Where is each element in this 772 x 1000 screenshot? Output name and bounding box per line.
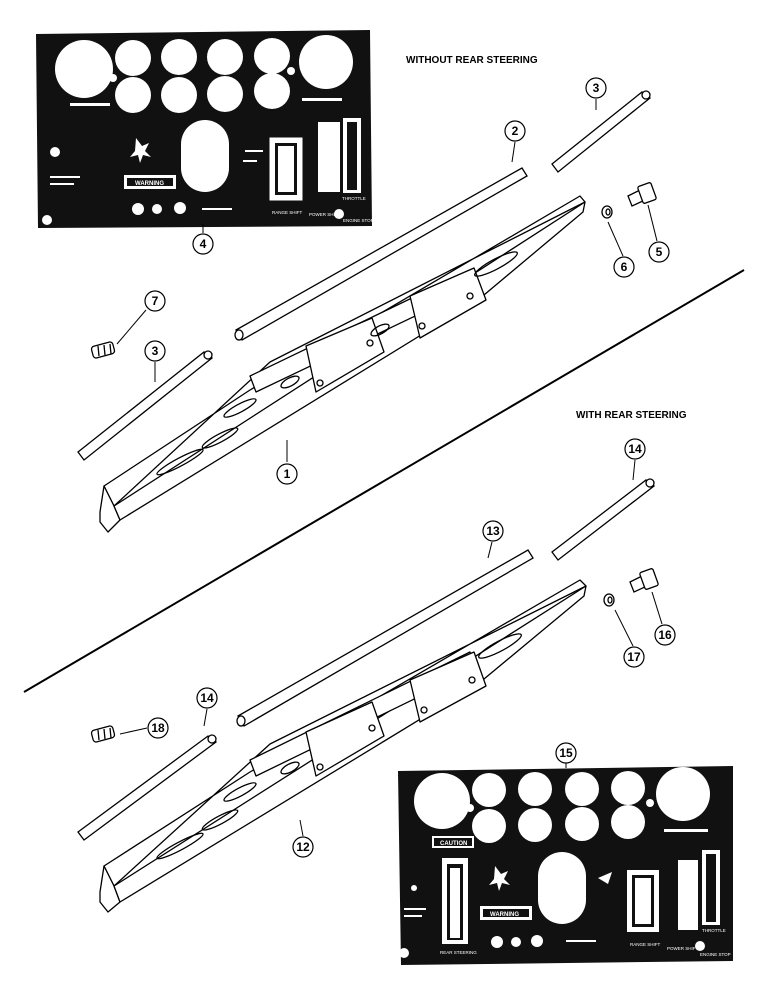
- washer-top: [601, 205, 613, 219]
- bolt-bottom: [629, 568, 659, 593]
- callout-15-label: 15: [559, 746, 573, 760]
- callout-6: 6: [613, 256, 635, 278]
- callout-16: 16: [654, 624, 676, 646]
- callout-3-left-label: 3: [152, 344, 159, 358]
- callout-12: 12: [292, 836, 314, 858]
- support-bracket-bottom: [99, 579, 587, 913]
- callout-13: 13: [482, 520, 504, 542]
- callout-12-label: 12: [296, 840, 310, 854]
- callout-7-label: 7: [152, 294, 159, 308]
- callout-14-right: 14: [624, 438, 646, 460]
- callout-13-label: 13: [486, 524, 500, 538]
- callout-3-left: 3: [144, 340, 166, 362]
- panel-bottom-rear-steering: REAR STEERING: [440, 950, 477, 955]
- rod-top-long: [234, 167, 528, 341]
- rod-bottom-left: [77, 734, 218, 841]
- rod-bottom-right: [551, 478, 656, 561]
- callout-2: 2: [504, 120, 526, 142]
- panel-top-range-shift: RANGE SHIFT: [272, 210, 303, 215]
- panel-bottom-power-shift: POWER SHIFT: [667, 946, 699, 951]
- clip-bottom: [90, 725, 116, 743]
- callout-14-left: 14: [196, 687, 218, 709]
- heading-with-rear-steering: WITH REAR STEERING: [576, 410, 687, 421]
- callout-15: 15: [555, 742, 577, 764]
- leader-lines: [116, 99, 663, 837]
- callout-14-right-label: 14: [628, 442, 642, 456]
- callout-4-label: 4: [200, 237, 207, 251]
- support-bracket-top: [99, 195, 586, 533]
- callout-2-label: 2: [512, 124, 519, 138]
- callout-5: 5: [648, 241, 670, 263]
- clip-top: [90, 341, 116, 359]
- callout-3-right: 3: [585, 77, 607, 99]
- callout-18: 18: [147, 717, 169, 739]
- heading-without-rear-steering: WITHOUT REAR STEERING: [406, 55, 538, 66]
- rod-bottom-long: [236, 549, 534, 727]
- callout-5-label: 5: [656, 245, 663, 259]
- callout-7: 7: [144, 290, 166, 312]
- panel-top-engine-stop: ENGINE STOP: [343, 218, 374, 223]
- callout-16-label: 16: [658, 628, 672, 642]
- instrument-panel-top: WARNING RANGE SHIFT POWER SHIFT ENGINE S…: [36, 30, 374, 228]
- rod-top-left: [77, 350, 214, 461]
- panel-top-warning: WARNING: [135, 181, 164, 187]
- panel-bottom-engine-stop: ENGINE STOP: [700, 952, 731, 957]
- panel-bottom-warning: WARNING: [490, 912, 519, 918]
- callout-14-left-label: 14: [200, 691, 214, 705]
- instrument-panel-bottom: CAUTION WARNING REAR STEERING RANGE SHIF…: [398, 766, 733, 965]
- panel-top-throttle: THROTTLE: [342, 196, 366, 201]
- callout-3-right-label: 3: [593, 81, 600, 95]
- bolt-top: [627, 182, 657, 207]
- panel-top-power-shift: POWER SHIFT: [309, 212, 341, 217]
- panel-bottom-range-shift: RANGE SHIFT: [630, 942, 661, 947]
- callout-6-label: 6: [621, 260, 628, 274]
- callout-17-label: 17: [627, 650, 641, 664]
- callout-17: 17: [623, 646, 645, 668]
- callout-1: 1: [276, 463, 298, 485]
- callout-1-label: 1: [284, 467, 291, 481]
- panel-bottom-throttle: THROTTLE: [702, 928, 726, 933]
- washer-bottom: [603, 593, 615, 607]
- section-divider: [23, 269, 745, 693]
- rod-top-right: [551, 90, 652, 173]
- callouts: 1 2 3 3 4 5 6 7 12 13 14 14 15 16 17 18: [144, 77, 676, 858]
- callout-4: 4: [192, 233, 214, 255]
- callout-18-label: 18: [151, 721, 165, 735]
- panel-bottom-caution: CAUTION: [440, 841, 467, 847]
